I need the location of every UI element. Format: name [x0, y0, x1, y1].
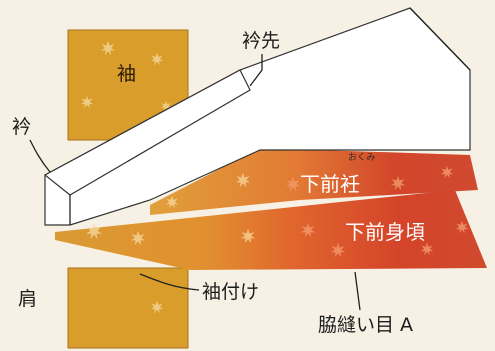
- label-okumi-ruby: おくみ: [348, 152, 375, 163]
- label-eri: 衿: [12, 116, 31, 138]
- label-sode: 袖: [117, 63, 136, 85]
- label-wakinuime: 脇縫い目 A: [318, 314, 413, 336]
- collar-band: [43, 7, 471, 226]
- leader-sodetsuke: [139, 273, 200, 291]
- lower-front-body-panel: [55, 190, 487, 270]
- leader-wakinuime: [354, 271, 361, 311]
- leader-eri-saki: [249, 54, 263, 87]
- lower-front-okumi-panel: [150, 148, 478, 215]
- leader-eri: [29, 139, 51, 173]
- sleeve-lower: [67, 267, 189, 349]
- label-shita-maemigoro: 下前身頃: [345, 220, 425, 244]
- label-eri-saki: 衿先: [242, 30, 280, 52]
- label-kata: 肩: [18, 288, 37, 310]
- label-sodetsuke: 袖付け: [202, 281, 259, 303]
- label-shita-maeokumi: 下前衽: [300, 172, 360, 196]
